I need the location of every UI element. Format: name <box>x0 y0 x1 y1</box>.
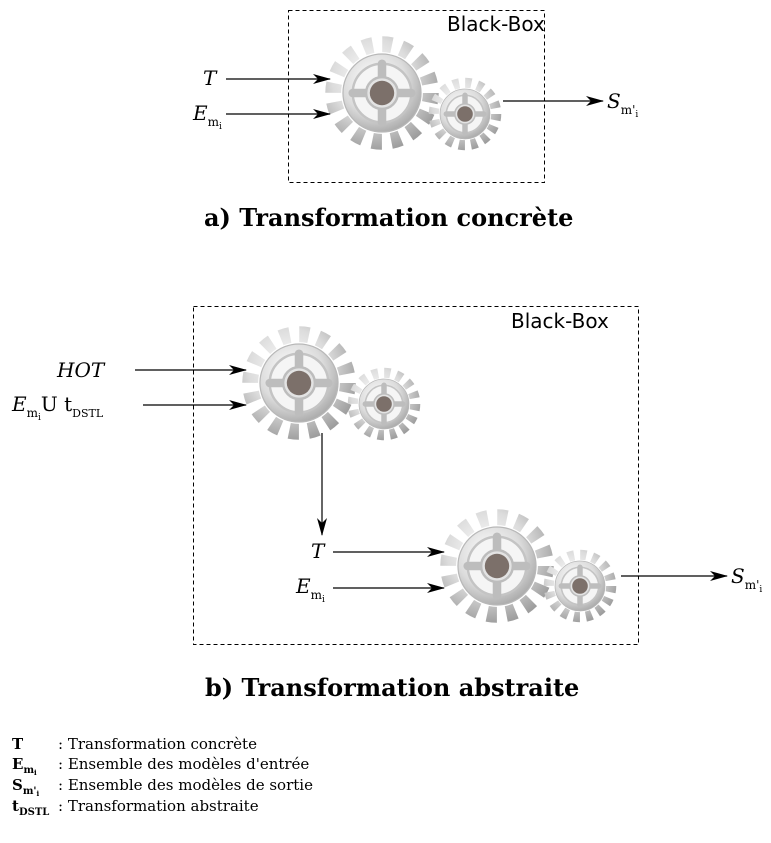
input-e-union-b: EmiU tDSTL <box>12 392 104 423</box>
legend-item: Emi: Ensemble des modèles d'entrée <box>12 755 310 777</box>
legend-item: Sm'i: Ensemble des modèles de sortie <box>12 776 313 798</box>
inner-t-b: T <box>311 539 325 563</box>
black-box-b-label: Black-Box <box>511 309 609 333</box>
title-a: a) Transformation concrète <box>204 203 574 232</box>
inner-e-b: Emi <box>296 574 325 605</box>
input-e-a: Emi <box>193 101 222 132</box>
gear-large-b2-icon <box>448 517 546 615</box>
output-s-b: Sm'i <box>731 564 763 595</box>
black-box-a-label: Black-Box <box>447 12 545 36</box>
black-box-b <box>193 306 639 645</box>
gear-large-b1-icon <box>250 334 348 432</box>
gear-small-b1-icon <box>353 373 415 435</box>
title-b: b) Transformation abstraite <box>205 673 580 702</box>
input-hot-b: HOT <box>57 358 105 382</box>
gear-small-b2-icon <box>549 555 611 617</box>
input-t-a: T <box>203 66 217 90</box>
black-box-a <box>288 10 545 183</box>
gear-large-a-icon <box>333 44 431 142</box>
legend-item: T: Transformation concrète <box>12 735 257 753</box>
legend-item: tDSTL: Transformation abstraite <box>12 797 259 818</box>
gear-small-a-icon <box>434 83 496 145</box>
output-s-a: Sm'i <box>607 89 639 120</box>
